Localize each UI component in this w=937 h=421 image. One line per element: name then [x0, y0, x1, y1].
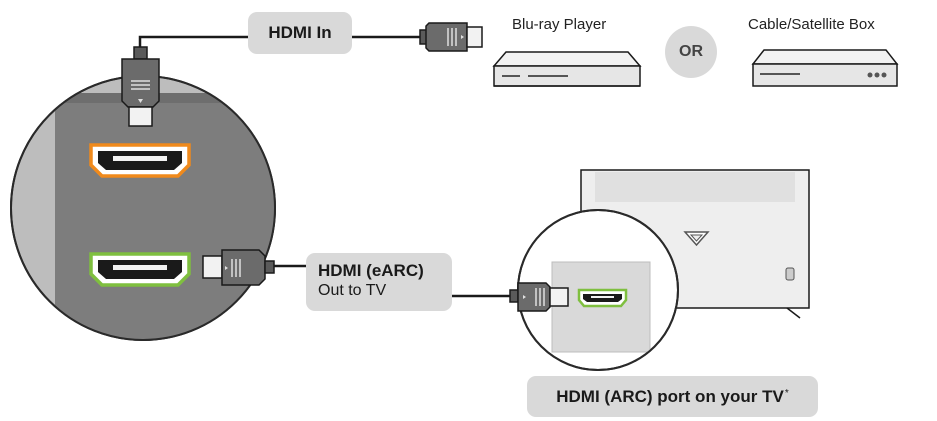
hdmi-plug-icon	[509, 282, 569, 312]
cable-box-label: Cable/Satellite Box	[748, 16, 875, 33]
vizio-v-logo-icon	[683, 231, 710, 247]
hdmi-plug-icon	[202, 249, 275, 286]
earc-label-title: HDMI (eARC)	[318, 261, 424, 280]
earc-label: HDMI (eARC) Out to TV	[306, 253, 452, 311]
bluray-player-icon	[492, 51, 642, 87]
or-badge-text: OR	[679, 43, 703, 60]
cable-hdmi-in	[138, 35, 422, 50]
hdmi-arc-port-icon	[577, 288, 628, 308]
hdmi-earc-port-icon	[89, 252, 191, 287]
earc-label-subtitle: Out to TV	[318, 282, 387, 299]
arc-port-label-text: HDMI (ARC) port on your TV	[556, 386, 784, 406]
arc-port-asterisk: *	[784, 388, 789, 399]
hdmi-plug-icon	[121, 46, 160, 127]
hdmi-in-label-text: HDMI In	[268, 23, 332, 42]
hdmi-in-port-icon	[89, 143, 191, 178]
bluray-player-label: Blu-ray Player	[512, 16, 607, 33]
soundbar-zoom-circle	[10, 75, 276, 341]
hdmi-in-label: HDMI In	[248, 12, 352, 54]
cable-box-icon	[751, 49, 899, 87]
arc-port-label: HDMI (ARC) port on your TV*	[527, 376, 818, 417]
hdmi-plug-icon	[419, 22, 483, 52]
or-badge: OR	[665, 26, 717, 78]
